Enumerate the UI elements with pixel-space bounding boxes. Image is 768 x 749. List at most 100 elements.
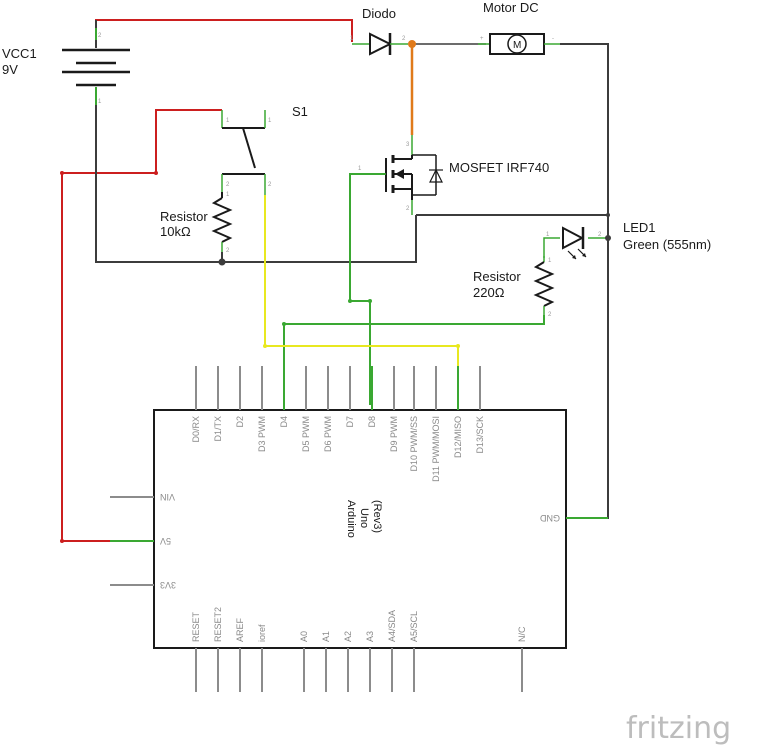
- motor-dc: M + - Motor DC: [478, 0, 560, 55]
- pin-number: -: [552, 36, 554, 42]
- junction-dot: [263, 344, 267, 348]
- pin-label-ioref: ioref: [257, 624, 267, 642]
- resistor-10k-value: 10kΩ: [160, 224, 191, 239]
- pin-label-a1: A1: [321, 631, 331, 642]
- wire-battery-to-diode: [95, 19, 353, 42]
- junction-dot: [154, 171, 158, 175]
- pin-label-d9-pwm: D9 PWM: [389, 416, 399, 452]
- wire-motor-to-gnd: [560, 43, 609, 519]
- pin-label-vin: VIN: [160, 492, 175, 502]
- switch-label: S1: [292, 104, 308, 119]
- led1: 1 2 LED1 Green (555nm): [546, 220, 711, 260]
- pin-label-d10-pwm-ss: D10 PWM/SS: [409, 416, 419, 472]
- resistor-220-value: 220Ω: [473, 285, 505, 300]
- pin-label-5v: 5V: [160, 536, 171, 546]
- pin-label-d4: D4: [279, 416, 289, 428]
- junctions: [60, 40, 611, 543]
- motor-symbol: M: [513, 40, 521, 51]
- wire-ground-bus: [95, 105, 417, 263]
- wire-d8-to-gate: [349, 173, 386, 405]
- pin-label-reset: RESET: [191, 611, 201, 642]
- pin-label-d0-rx: D0/RX: [191, 416, 201, 443]
- battery-vcc1: 2 1 VCC1 9V: [2, 20, 130, 105]
- led-value: Green (555nm): [623, 237, 711, 252]
- junction-dot: [456, 344, 460, 348]
- pin-label-d12-miso: D12/MISO: [453, 416, 463, 458]
- junction-dot: [368, 299, 372, 303]
- pin-number: 1: [98, 99, 102, 105]
- pin-label-d13-sck: D13/SCK: [475, 416, 485, 454]
- motor-label: Motor DC: [483, 0, 539, 15]
- pin-label-aref: AREF: [235, 617, 245, 642]
- arduino-name: Arduino: [345, 500, 357, 538]
- pin-number: 2: [406, 206, 410, 212]
- resistor-10k-name: Resistor: [160, 209, 208, 224]
- pin-label-gnd: GND: [540, 513, 561, 523]
- pin-label-d2: D2: [235, 416, 245, 428]
- arduino-top-pins: D0/RX D1/TX D2 D3 PWM D4 D5 PWM D6 PWM D7 D8 D9 P…: [191, 366, 485, 482]
- pin-number: 2: [226, 248, 230, 254]
- resistor-10k: 1 2 Resistor 10kΩ: [160, 192, 233, 254]
- resistor-220: 1 2 Resistor 220Ω: [473, 256, 555, 318]
- wires: [61, 19, 609, 542]
- pin-number: 1: [548, 258, 552, 264]
- junction-dot: [60, 171, 64, 175]
- junction-dot: [348, 299, 352, 303]
- pin-number: 2: [598, 232, 602, 238]
- pin-number: 2: [548, 312, 552, 318]
- junction-dot: [606, 213, 610, 217]
- pin-label-a4-sda: A4/SDA: [387, 610, 397, 642]
- pin-number: 2: [402, 36, 406, 42]
- arduino-model: Uno: [358, 508, 370, 528]
- pin-label-a3: A3: [365, 631, 375, 642]
- fritzing-watermark: fritzing: [626, 711, 731, 746]
- pin-number: 1: [226, 192, 230, 198]
- junction-dot: [408, 40, 416, 48]
- pin-number: 2: [226, 182, 230, 188]
- pin-label-a0: A0: [299, 631, 309, 642]
- pin-number: +: [480, 36, 484, 42]
- wire-d4-to-r2: [283, 315, 545, 405]
- pin-label-d7: D7: [345, 416, 355, 428]
- battery-value: 9V: [2, 62, 18, 77]
- resistor-220-name: Resistor: [473, 269, 521, 284]
- junction-dot: [605, 235, 611, 241]
- arduino-title: Arduino Uno (Rev3): [345, 500, 383, 538]
- mosfet-irf740: 3 1 2 MOSFET IRF740: [350, 135, 549, 215]
- switch-s1: 1 1 2 2 S1: [221, 104, 308, 195]
- pin-label-3v3: 3V3: [160, 580, 176, 590]
- arduino-uno: D0/RX D1/TX D2 D3 PWM D4 D5 PWM D6 PWM D7 D8 D9 P…: [110, 366, 608, 692]
- arduino-body: [153, 409, 567, 649]
- pin-label-d5-pwm: D5 PWM: [301, 416, 311, 452]
- pin-number: 1: [358, 166, 362, 172]
- pin-label-d6-pwm: D6 PWM: [323, 416, 333, 452]
- pin-number: 1: [546, 232, 550, 238]
- arduino-right-pins: GND: [540, 513, 608, 523]
- pin-label-d3-pwm: D3 PWM: [257, 416, 267, 452]
- pin-number: 1: [350, 36, 354, 42]
- pin-label-n-c: N/C: [517, 626, 527, 642]
- diode: 1 2 Diodo: [350, 6, 408, 56]
- pin-label-d1-tx: D1/TX: [213, 416, 223, 442]
- pin-label-reset2: RESET2: [213, 607, 223, 642]
- pin-number: 1: [268, 118, 272, 124]
- junction-dot: [282, 322, 286, 326]
- pin-number: 1: [226, 118, 230, 124]
- wire-5v-to-switch: [61, 109, 222, 542]
- diode-label: Diodo: [362, 6, 396, 21]
- pin-label-d8: D8: [367, 416, 377, 428]
- pin-label-a2: A2: [343, 631, 353, 642]
- junction-dot: [218, 258, 226, 266]
- arduino-left-pins: VIN 5V 3V3: [110, 492, 176, 590]
- pin-number: 2: [98, 33, 102, 39]
- led-name: LED1: [623, 220, 656, 235]
- arduino-bottom-pins: RESET RESET2 AREF ioref A0 A1 A2 A3 A4/SDA A5/SCL…: [191, 607, 527, 692]
- pin-label-a5-scl: A5/SCL: [409, 611, 419, 642]
- battery-name: VCC1: [2, 46, 37, 61]
- junction-dot: [60, 539, 64, 543]
- wire-led-anode: [543, 237, 560, 258]
- pin-number: 2: [268, 182, 272, 188]
- pin-number: 3: [406, 142, 410, 148]
- arduino-revision: (Rev3): [371, 500, 383, 533]
